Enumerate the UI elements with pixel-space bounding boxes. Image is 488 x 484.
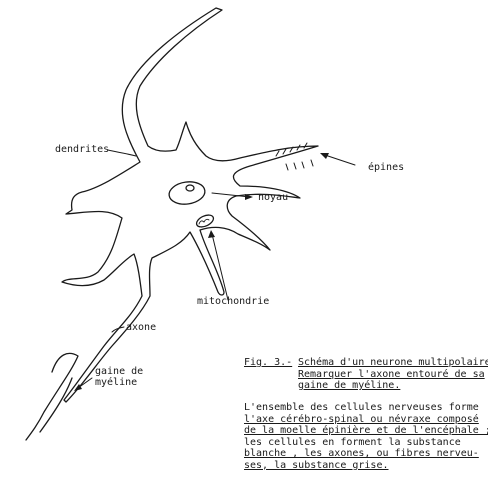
label-gaine-line1: gaine de (95, 366, 144, 377)
paragraph-line-2: l'axe cérébro-spinal ou névraxe composé (244, 413, 479, 425)
spines-marks (275, 142, 314, 171)
label-epines: épines (368, 162, 405, 173)
arrowhead-gaine (74, 384, 82, 391)
paragraph-line-4: les cellules en forment la substance (244, 436, 461, 448)
figure-title-line-3: gaine de myéline. (298, 380, 401, 391)
figure-title-line-1: Schéma d'un neurone multipolaire (298, 357, 488, 368)
nucleus-shape (168, 181, 206, 205)
nucleolus-shape (185, 184, 195, 192)
leader-line-mitochondrie (211, 233, 229, 301)
arrowhead-noyau (245, 194, 253, 200)
label-axone: axone (126, 322, 157, 333)
label-gaine-line2: myéline (95, 377, 138, 388)
paragraph-line-5: blanche , les axones, ou fibres nerveu- (244, 448, 479, 459)
label-mitochondrie: mitochondrie (197, 296, 270, 307)
label-dendrites: dendrites (55, 144, 110, 155)
myelin-sheath-shape (25, 352, 79, 441)
leader-line-noyau (211, 192, 251, 198)
arrowhead-epines (320, 153, 329, 159)
paragraph-line-3: de la moelle épinière et de l'encéphale … (244, 425, 488, 436)
arrowhead-mitochondrie (208, 230, 215, 238)
paragraph-line-1: L'ensemble des cellules nerveuses forme (244, 402, 479, 413)
mitochondrion-shape (195, 214, 215, 228)
figure-title-line-2: Remarquer l'axone entouré de sa (298, 368, 485, 380)
paragraph-line-6: ses, la substance grise. (244, 459, 389, 471)
figure-label: Fig. 3.- (244, 357, 293, 368)
leader-line-dendrites (107, 149, 137, 157)
neuron-cell-body-outline (61, 7, 319, 403)
leader-line-axone (111, 326, 125, 333)
label-noyau: noyau (258, 192, 289, 203)
leader-line-epines (324, 154, 356, 166)
